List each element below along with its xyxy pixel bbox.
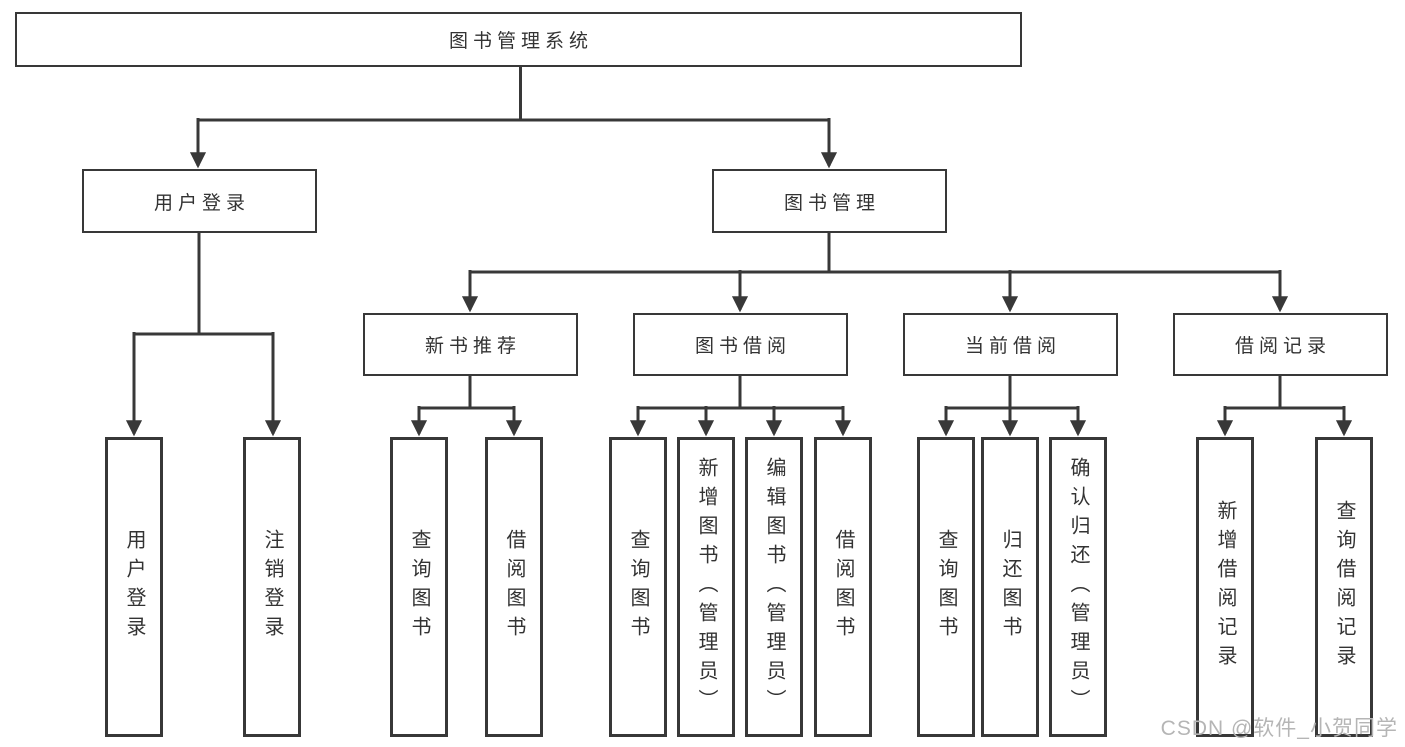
leaf-query-borrow-record-label: 查询借阅记录 — [1333, 500, 1355, 674]
node-book-borrow-label: 图书借阅 — [694, 336, 791, 357]
node-root-label: 图书管理系统 — [448, 31, 593, 52]
node-current-borrow: 当前借阅 — [903, 313, 1118, 376]
node-book-management-label: 图书管理 — [783, 192, 880, 214]
leaf-user-login-label: 用户登录 — [123, 529, 145, 645]
leaf-query-borrow-record: 查询借阅记录 — [1315, 437, 1373, 737]
node-book-management: 图书管理 — [712, 169, 947, 233]
leaf-return-book: 归还图书 — [981, 437, 1039, 737]
leaf-borrow-books-recommend-label: 借阅图书 — [503, 529, 525, 645]
node-current-borrow-label: 当前借阅 — [964, 336, 1061, 357]
leaf-edit-book-admin-label: 编辑图书（管理员） — [763, 456, 785, 718]
leaf-query-books-recommend: 查询图书 — [390, 437, 448, 737]
leaf-confirm-return-admin: 确认归还（管理员） — [1049, 437, 1107, 737]
leaf-confirm-return-admin-label: 确认归还（管理员） — [1067, 456, 1089, 718]
leaf-return-book-label: 归还图书 — [999, 529, 1021, 645]
leaf-borrow-books-label: 借阅图书 — [832, 529, 854, 645]
node-root-library-system: 图书管理系统 — [15, 12, 1022, 67]
node-borrow-records: 借阅记录 — [1173, 313, 1388, 376]
leaf-add-borrow-record: 新增借阅记录 — [1196, 437, 1254, 737]
leaf-query-books-current: 查询图书 — [917, 437, 975, 737]
leaf-query-books-current-label: 查询图书 — [935, 529, 957, 645]
node-new-book-recommend: 新书推荐 — [363, 313, 578, 376]
leaf-query-books-borrow-label: 查询图书 — [627, 529, 649, 645]
leaf-query-books-recommend-label: 查询图书 — [408, 529, 430, 645]
leaf-borrow-books: 借阅图书 — [814, 437, 872, 737]
node-new-book-recommend-label: 新书推荐 — [424, 336, 521, 357]
leaf-user-login: 用户登录 — [105, 437, 163, 737]
leaf-borrow-books-recommend: 借阅图书 — [485, 437, 543, 737]
leaf-logout-label: 注销登录 — [261, 529, 283, 645]
node-book-borrow: 图书借阅 — [633, 313, 848, 376]
leaf-add-book-admin-label: 新增图书（管理员） — [695, 456, 717, 718]
node-user-login: 用户登录 — [82, 169, 317, 233]
leaf-logout: 注销登录 — [243, 437, 301, 737]
leaf-query-books-borrow: 查询图书 — [609, 437, 667, 737]
leaf-add-borrow-record-label: 新增借阅记录 — [1214, 500, 1236, 674]
csdn-watermark: CSDN @软件_小贺同学 — [1160, 717, 1398, 740]
node-borrow-records-label: 借阅记录 — [1234, 336, 1331, 357]
leaf-add-book-admin: 新增图书（管理员） — [677, 437, 735, 737]
node-user-login-label: 用户登录 — [153, 192, 250, 214]
leaf-edit-book-admin: 编辑图书（管理员） — [745, 437, 803, 737]
